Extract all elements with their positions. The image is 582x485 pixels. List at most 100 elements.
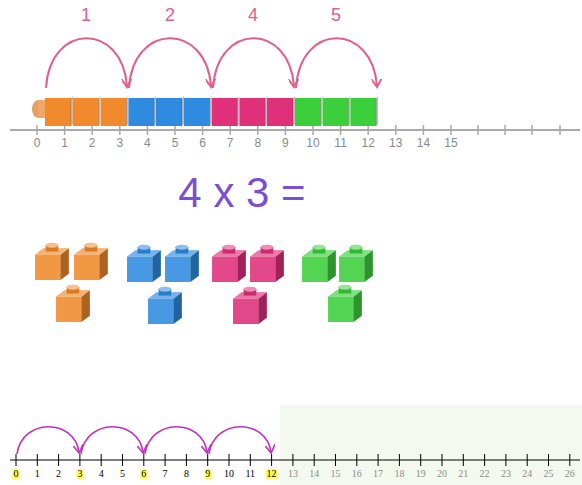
tint-region [280,405,582,485]
drawing-part [271,454,272,466]
drawing-part [127,245,161,282]
drawing-part [202,125,204,135]
tick-number: 4 [144,137,151,149]
drawing-part [450,125,452,135]
tick-number: 6 [199,137,206,149]
drawing-part [302,245,336,282]
tick-marks [16,454,570,466]
jump-count: 1 [81,6,91,24]
tick-number: 16 [351,469,363,479]
drawing-part [213,38,294,88]
tick-number: 26 [564,469,576,479]
jump-arcs [46,38,377,88]
drawing-part [339,245,373,282]
drawing-part [229,454,230,466]
drawing-part [186,454,187,466]
drawing-part [147,125,149,135]
tick-number: 25 [543,469,555,479]
drawing-part [569,454,570,466]
drawing-part [335,454,336,466]
drawing-part [239,96,267,126]
drawing-part [559,125,561,135]
tick-number: 23 [500,469,512,479]
drawing-part [504,125,506,135]
tick-number: 5 [119,469,126,479]
drawing-part [477,125,479,135]
tick-number: 24 [521,469,533,479]
tick-number: 21 [457,469,469,479]
drawing-part [292,454,293,466]
tick-number: 0 [34,137,41,149]
drawing-part [527,454,528,466]
drawing-part [212,245,246,282]
drawing-part [531,125,533,135]
tick-number: 2 [89,137,96,149]
jump-count: 5 [331,6,341,24]
drawing-part [323,96,351,126]
tick-number: 14 [308,469,320,479]
tick-number: 15 [444,137,457,149]
drawing-part [233,287,267,324]
drawing-part [64,125,66,135]
drawing-part [328,285,362,322]
drawing-part [81,427,143,454]
number-line [10,459,580,460]
tick-number: 3 [76,469,83,479]
drawing-part [56,285,90,322]
drawing-part [423,125,425,135]
cube-groups [35,243,373,324]
drawing-part [250,245,284,282]
tick-number: 1 [34,469,41,479]
tick-number: 6 [140,469,147,479]
drawing-part [548,454,549,466]
tick-number: 18 [393,469,405,479]
jump-count: 4 [248,6,258,24]
drawing-part [484,454,485,466]
tick-number: 10 [223,469,235,479]
drawing-part [212,96,240,126]
drawing-part [505,454,506,466]
drawing-part [16,454,17,466]
drawing-part [74,243,108,280]
tick-number: 8 [254,137,261,149]
tick-number: 13 [287,469,299,479]
drawing-part [395,125,397,135]
jump-count: 2 [165,6,175,24]
tick-number: 19 [415,469,427,479]
tick-number: 9 [204,469,211,479]
drawing-part [229,125,231,135]
tick-number: 10 [306,137,319,149]
drawing-part [295,96,323,126]
drawing-part [314,454,315,466]
drawing-part [79,454,80,466]
drawing-part [143,454,144,466]
drawing-part [156,96,184,126]
drawing-part [128,96,156,126]
drawing-part [119,125,121,135]
tick-number: 7 [227,137,234,149]
drawing-part [420,454,421,466]
drawing-part [37,454,38,466]
drawing-part [129,38,211,88]
tick-number: 11 [244,469,256,479]
drawing-part [122,454,123,466]
drawing-part [350,96,378,126]
drawing-part [267,96,295,126]
tick-number: 9 [282,137,289,149]
equation: 4 x 3 = [178,172,305,214]
tick-marks [37,125,560,135]
drawing-part [148,287,182,324]
tick-number: 17 [372,469,384,479]
drawing-part [145,427,207,454]
cube-bar [45,96,378,126]
drawing-part [257,125,259,135]
drawing-part [45,96,73,126]
tick-number: 1 [61,137,68,149]
drawing-part [207,454,208,466]
tick-number: 14 [417,137,430,149]
tick-number: 3 [116,137,123,149]
drawing-part [174,125,176,135]
tick-number: 15 [330,469,342,479]
number-line [10,129,580,131]
drawing-part [35,243,69,280]
